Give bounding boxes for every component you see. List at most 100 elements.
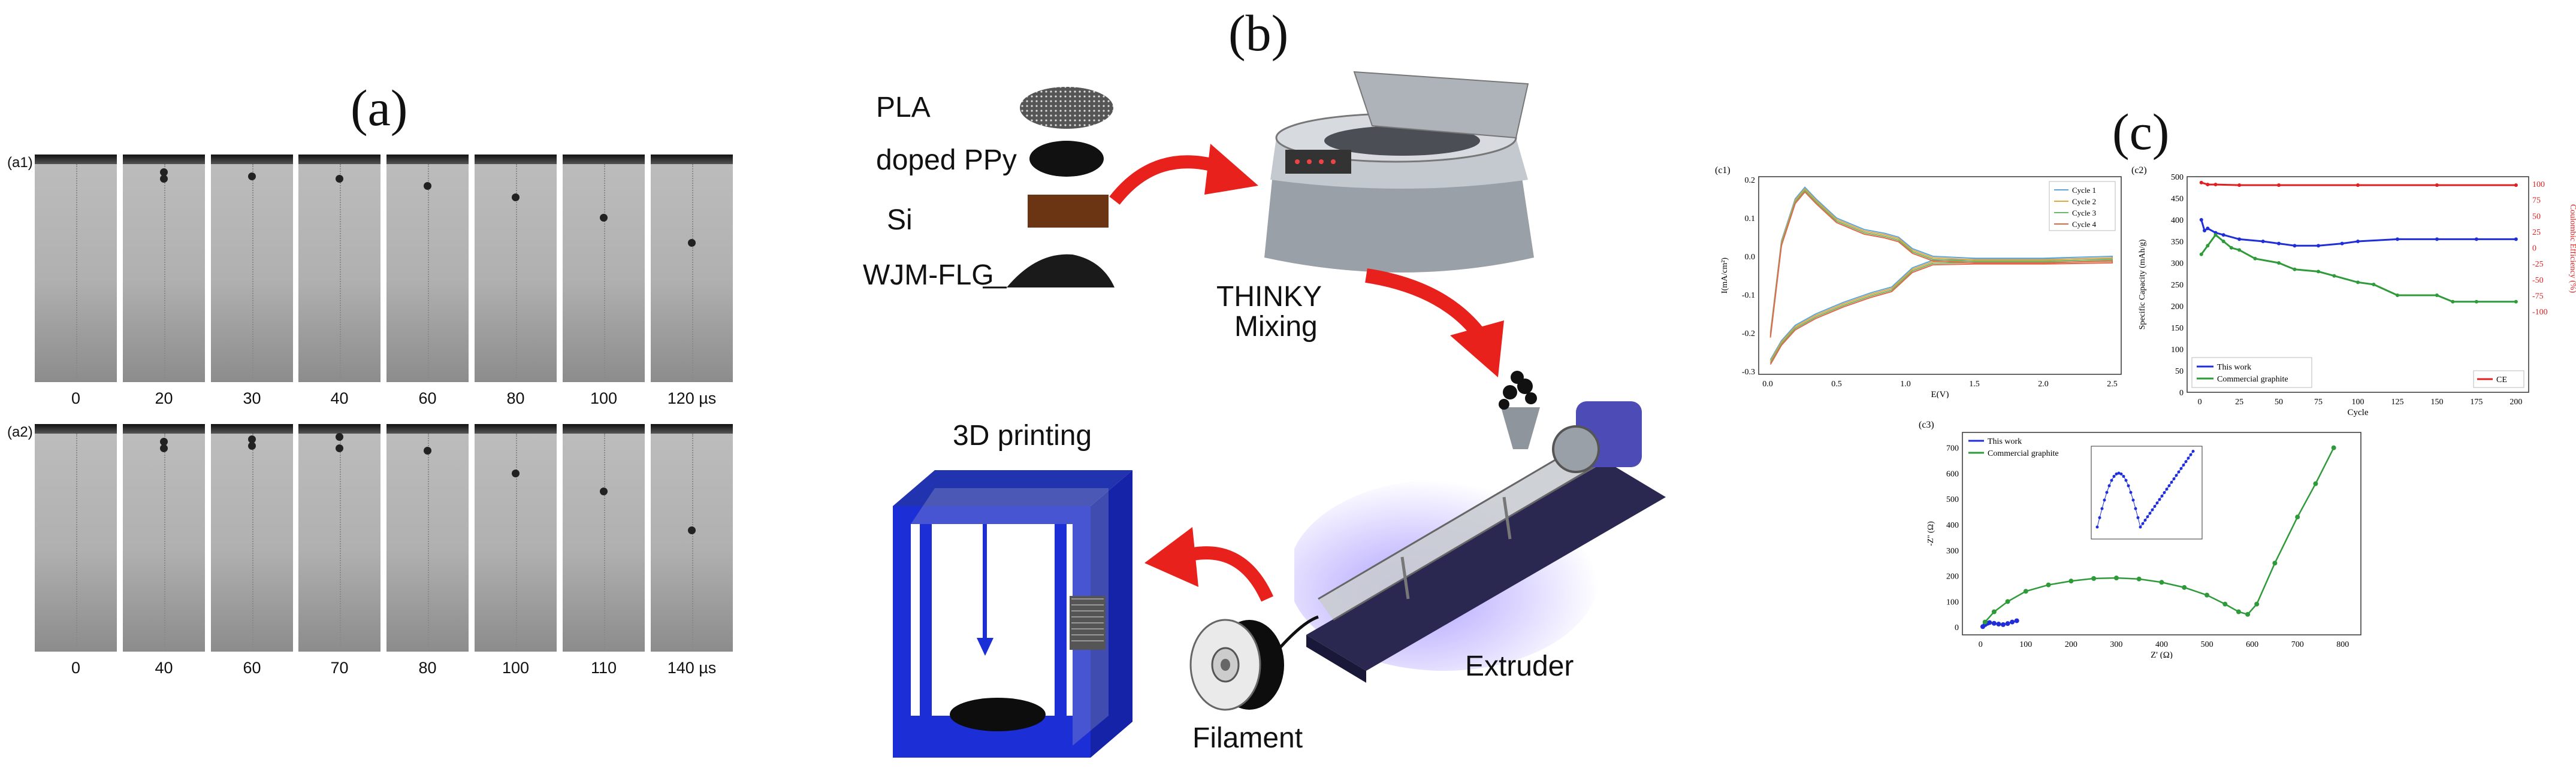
time-label: 20 (155, 389, 173, 407)
series-line-2 (2200, 234, 2516, 303)
y-tick-label: 300 (1946, 547, 1959, 556)
data-point (2277, 241, 2281, 246)
y-axis-label: -Z'' (Ω) (1926, 521, 1935, 546)
data-point (2005, 621, 2010, 626)
series-line-2 (1984, 447, 2335, 623)
inset-point (2129, 491, 2133, 494)
inset-point (2151, 508, 2154, 511)
x-tick-label: 200 (2509, 398, 2522, 407)
time-label: 80 (506, 389, 525, 407)
legend-label: CE (2496, 376, 2507, 385)
time-label: 30 (243, 389, 261, 407)
data-point (2317, 270, 2321, 274)
flg-powder (1007, 254, 1115, 287)
inset-point (2167, 484, 2171, 488)
y2-axis-label: Coulombic Efficiency (%) (2568, 204, 2576, 293)
legend-label: Commercial graphite (2217, 375, 2288, 384)
data-point (2237, 183, 2242, 187)
data-point (2514, 237, 2518, 241)
inset-point (2139, 525, 2142, 529)
inset-point (2160, 494, 2164, 498)
droplet (248, 442, 256, 450)
data-point (2272, 561, 2278, 566)
3d-printer-illustration (893, 470, 1133, 758)
y-tick-label: 100 (1946, 598, 1959, 607)
highspeed-frame (298, 155, 380, 382)
data-point (2213, 233, 2218, 237)
y2-tick-label: 0 (2532, 244, 2536, 253)
time-label: 0 (71, 389, 81, 407)
legend-label: Cycle 4 (2072, 220, 2097, 229)
inset-point (2153, 505, 2157, 508)
inset-point (2131, 498, 2135, 502)
data-point (2245, 611, 2251, 617)
data-point (2199, 252, 2203, 256)
x-tick-label: 100 (2019, 640, 2032, 649)
time-label: 70 (330, 659, 349, 677)
time-label: 40 (155, 659, 173, 677)
filament-spool-illustration (1189, 615, 1319, 711)
data-point (2514, 299, 2518, 304)
legend-label: Cycle 3 (2072, 208, 2096, 217)
chart-tag: (c2) (2131, 165, 2147, 175)
inset-point (2098, 516, 2101, 519)
y-tick-label: 500 (1946, 495, 1959, 504)
time-label: 0 (71, 659, 81, 677)
y-tick-label: 200 (1946, 573, 1959, 582)
data-point (1991, 620, 1997, 626)
legend-label: This work (2217, 363, 2251, 372)
data-point (2203, 229, 2207, 232)
data-point (2023, 589, 2028, 594)
highspeed-frame (386, 155, 469, 382)
y2-tick-label: -100 (2532, 308, 2548, 317)
droplet (160, 175, 168, 183)
x-tick-label: 200 (2065, 640, 2077, 649)
data-point (1996, 622, 2001, 627)
data-point (2313, 481, 2318, 486)
plot-frame (1962, 432, 2361, 635)
x-tick-label: 400 (2155, 640, 2168, 649)
x-tick-label: 75 (2314, 398, 2323, 407)
data-point (2451, 299, 2455, 304)
data-point (2206, 183, 2210, 187)
panel-a-letter: (a) (351, 79, 408, 137)
material-label-pla: PLA (876, 92, 931, 123)
inset-point (2112, 474, 2116, 478)
chart-tag: (c3) (1919, 420, 1934, 430)
time-label: 110 (590, 659, 617, 677)
highspeed-frame (123, 424, 205, 652)
y-tick-label: 50 (2175, 367, 2184, 376)
x-tick-label: 175 (2470, 398, 2483, 407)
inset-point (2117, 471, 2121, 475)
data-point (2005, 599, 2010, 604)
x-axis-label: Z' (Ω) (2151, 650, 2173, 659)
highspeed-frame (35, 155, 117, 382)
x-tick-label: 25 (2235, 398, 2243, 407)
inset-point (2182, 464, 2185, 467)
time-label: 140 µs (667, 659, 717, 677)
legend-label: Cycle 1 (2072, 186, 2096, 195)
droplet (424, 447, 431, 455)
inset-point (2103, 498, 2106, 502)
arrow-to-printer (1144, 527, 1274, 602)
y-tick-label: -0.1 (1742, 291, 1755, 300)
data-point (2001, 622, 2006, 627)
y-tick-label: 500 (2171, 173, 2184, 182)
x-tick-label: 2.0 (2038, 380, 2049, 389)
material-label-ppy: doped PPy (876, 144, 1017, 176)
y-tick-label: 400 (1946, 521, 1959, 530)
x-tick-label: 2.5 (2107, 380, 2118, 389)
data-point (2213, 183, 2218, 187)
legend-label: Commercial graphite (1988, 449, 2059, 458)
inset-point (2141, 522, 2145, 525)
inset-point (2124, 479, 2128, 482)
droplet (248, 435, 256, 443)
highspeed-frame (123, 155, 205, 382)
series-line-1 (2200, 219, 2516, 247)
highspeed-frame (475, 155, 557, 382)
inset-point (2163, 491, 2166, 494)
plot-frame (1758, 176, 2122, 375)
inset-point (2177, 470, 2181, 474)
plot-frame (2187, 176, 2529, 393)
